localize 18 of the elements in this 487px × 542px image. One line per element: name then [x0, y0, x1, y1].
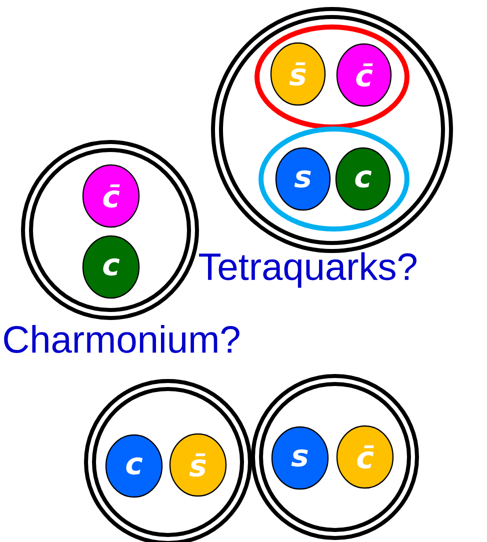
quark-ball: c — [82, 235, 140, 299]
double-circle — [21, 140, 199, 320]
quark-ball: c — [335, 147, 391, 211]
quark-ball: c̄ — [82, 164, 140, 228]
double-circle — [84, 379, 252, 542]
ring-ellipse — [258, 126, 410, 232]
caption-text: Charmonium? — [4, 325, 240, 353]
quark-ball: s — [275, 147, 331, 211]
quark-ball: s̄ — [169, 433, 227, 497]
quark-ball: c̄ — [336, 43, 392, 107]
quark-ball: c — [105, 434, 163, 498]
double-circle — [251, 374, 419, 540]
caption-text: Tetraquarks? — [199, 252, 416, 288]
double-circle — [211, 7, 453, 253]
ring-ellipse — [254, 24, 410, 130]
quark-ball: s̄ — [270, 42, 326, 106]
quark-ball: c̄ — [336, 425, 394, 489]
quark-ball: s — [271, 426, 329, 490]
